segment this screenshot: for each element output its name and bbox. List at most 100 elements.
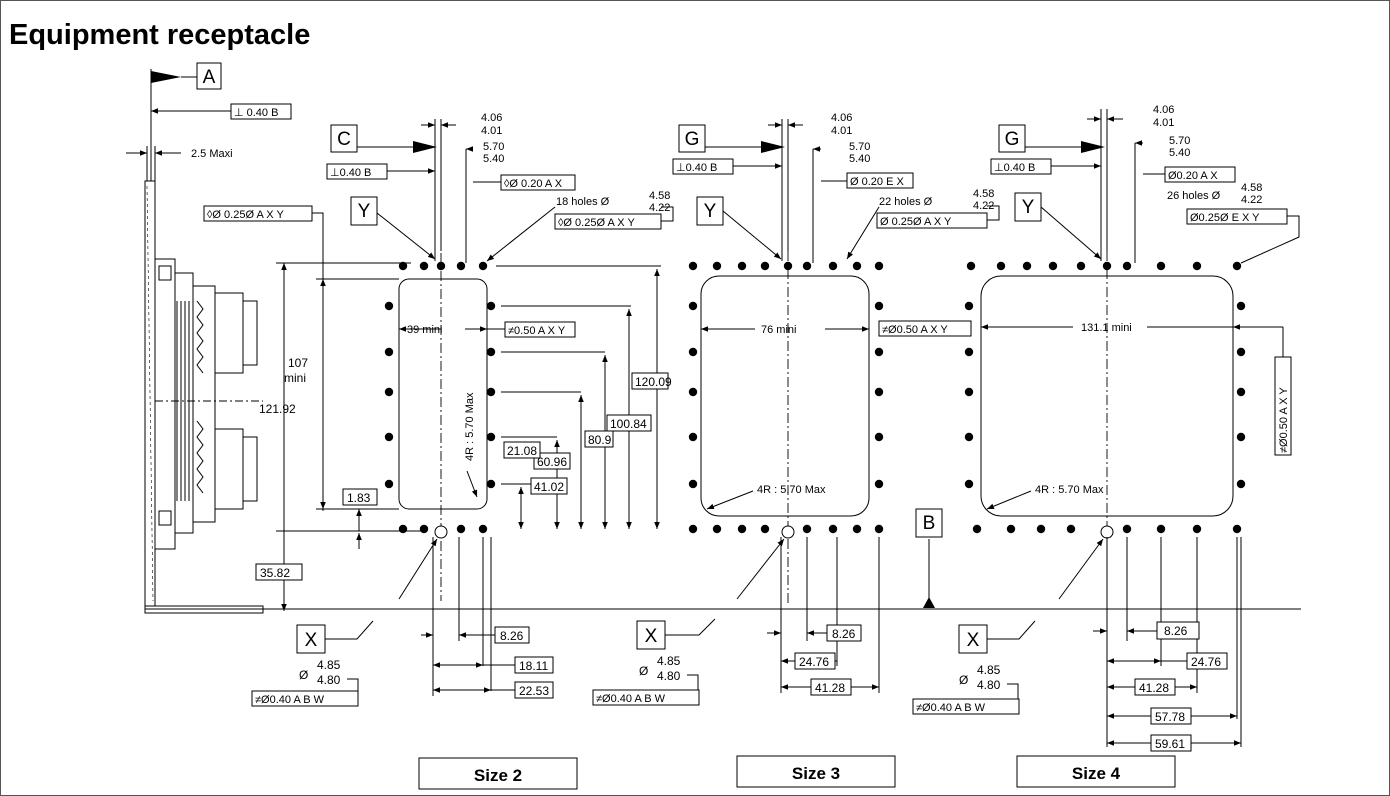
page-title: Equipment receptacle <box>9 19 311 51</box>
size-2-pos-tol: ◊Ø 0.20 A X <box>504 178 563 190</box>
size-3-width-tol: ≠Ø0.50 A X Y <box>882 324 948 336</box>
size-2-holes-lower: 4.22 <box>649 202 670 214</box>
size-4-bottom-5: 59.61 <box>1155 737 1185 751</box>
size-3-hole-upper: 4.85 <box>657 654 681 668</box>
size-3-datum-g-box <box>678 124 706 153</box>
size-4-corner: 4R : 5.70 Max <box>1035 484 1104 496</box>
size-3-bottom-3: 41.28 <box>815 681 845 695</box>
size-3-bottom-2: 24.76 <box>799 655 829 669</box>
size-2-datum-c-box <box>330 124 358 153</box>
size-2-x-spec: X Ø 4.85 4.80 ≠Ø0.40 A B W <box>251 538 438 707</box>
size-3-pin-lower: 4.01 <box>831 125 852 137</box>
size-3-label: Size 3 <box>792 764 840 783</box>
size-2-width-tol: ≠0.50 A X Y <box>508 325 566 337</box>
size-3-corner: 4R : 5.70 Max <box>757 484 826 496</box>
size-2-datum-x-label: X <box>305 630 318 651</box>
size-2-height-6: 21.08 <box>507 444 537 458</box>
size-3-hole-tol: ≠Ø0.40 A B W <box>596 693 666 705</box>
size-2-hole-dia: Ø <box>299 668 308 682</box>
size-4-holes <box>961 258 1249 537</box>
size-4-off-lower: 5.40 <box>1169 147 1190 159</box>
size-2-flat-tol: ⊥0.40 B <box>330 167 371 179</box>
size-2-bottom-dims: 8.26 18.11 22.53 <box>421 537 554 699</box>
size-2-bottom-2: 18.11 <box>519 659 548 673</box>
size-2-datum-y-box <box>350 196 378 226</box>
size-2-height-1: 120.09 <box>635 375 672 389</box>
size-4-off-upper: 5.70 <box>1169 135 1190 147</box>
size-4-holes-upper: 4.58 <box>1241 182 1262 194</box>
size-3-holes-tol: Ø 0.25Ø A X Y <box>880 216 952 228</box>
size-4-hole-lower: 4.80 <box>977 678 1001 692</box>
size-4-datum-x-label: X <box>967 630 980 651</box>
size-4-holes-tol: Ø0.25Ø E X Y <box>1190 212 1260 224</box>
size-3-pin-upper: 4.06 <box>831 112 852 124</box>
datum-b: B <box>145 508 1301 610</box>
side-view: A ⊥ 0.40 B 2.5 Maxi <box>126 62 421 614</box>
datum-b-box <box>915 508 943 538</box>
size-3-datum-g-label: G <box>685 129 700 150</box>
size-4-bottom-3: 41.28 <box>1139 681 1169 695</box>
size-3-off-upper: 5.70 <box>849 141 870 153</box>
size-2-height-7: 1.83 <box>347 491 371 505</box>
size-4-x-spec: X Ø 4.85 4.80 ≠Ø0.40 A B W <box>912 538 1104 715</box>
datum-a-box <box>196 62 222 90</box>
size-2-off-lower: 5.40 <box>483 153 504 165</box>
size-4-label: Size 4 <box>1072 764 1121 783</box>
size-2-hole-lower: 4.80 <box>317 673 341 687</box>
size-2-height-3: 80.9 <box>588 433 612 447</box>
size-2-holes-tol: ◊Ø 0.25Ø A X Y <box>558 217 635 229</box>
size-4-holes-label: 26 holes Ø <box>1167 190 1221 202</box>
size-2-datum-y-label: Y <box>358 201 371 222</box>
size-4-pin-upper: 4.06 <box>1153 104 1174 116</box>
size-2-off-upper: 5.70 <box>483 141 504 153</box>
size-3-holes-lower: 4.22 <box>973 200 994 212</box>
size-4-bottom-dims: 8.26 24.76 41.28 57.78 59.61 <box>1093 537 1242 752</box>
size-3-label-box <box>736 755 896 788</box>
size-3-off-lower: 5.40 <box>849 153 870 165</box>
size-3-holes-upper: 4.58 <box>973 188 994 200</box>
size-4-datum-g-box <box>998 124 1026 153</box>
size-2-hole-upper: 4.85 <box>317 658 341 672</box>
size-4-width: 131.1 mini <box>1081 322 1132 334</box>
side-dim-total: 121.92 <box>259 402 296 416</box>
size-4-datum-g-label: G <box>1005 129 1020 150</box>
size-3-width: 76 mini <box>761 324 796 336</box>
size-3-x-spec: X Ø 4.85 4.80 ≠Ø0.40 A B W <box>592 538 785 706</box>
size-4-datum-y-label: Y <box>1022 197 1035 218</box>
size-4-hole-upper: 4.85 <box>977 663 1001 677</box>
size-3-hole-lower: 4.80 <box>657 669 681 683</box>
size-4-bottom-2: 24.76 <box>1191 655 1221 669</box>
size-4-hole-tol: ≠Ø0.40 A B W <box>916 702 986 714</box>
size-3-flat-tol: ⊥0.40 B <box>676 162 717 174</box>
size-4-bottom-4: 57.78 <box>1155 710 1185 724</box>
size-3-hole-dia: Ø <box>639 664 648 678</box>
size-4-pos-tol: Ø0.20 A X <box>1168 170 1218 182</box>
size-2-width: 39 mini <box>407 324 442 336</box>
size-2-pin-lower: 4.01 <box>481 125 502 137</box>
size-4-datum-y-box <box>1014 192 1042 222</box>
size-2-height-dims: 120.09 100.84 80.9 60.96 41.02 21.08 <box>342 265 672 549</box>
datum-a-label: A <box>203 67 216 88</box>
datum-b-label: B <box>923 513 936 534</box>
size-4-bottom-1: 8.26 <box>1164 624 1188 638</box>
size-3-bottom-1: 8.26 <box>832 627 856 641</box>
size-4-label-box <box>1016 755 1176 788</box>
side-dim-inner-sub: mini <box>284 371 306 385</box>
size-2-holes-upper: 4.58 <box>649 190 670 202</box>
side-max-thickness: 2.5 Maxi <box>191 148 233 160</box>
size-2-datum-c-label: C <box>337 129 351 150</box>
size-3-holes-label: 22 holes Ø <box>879 196 933 208</box>
size-2-hole-tol: ≠Ø0.40 A B W <box>255 694 325 706</box>
size-2-height-4: 60.96 <box>537 455 567 469</box>
size-4-pin-lower: 4.01 <box>1153 117 1174 129</box>
size-2-bottom-1: 8.26 <box>500 629 524 643</box>
size-3-pos-tol: Ø 0.20 E X <box>850 176 904 188</box>
size-2-height-5: 41.02 <box>534 480 564 494</box>
size-4-flat-tol: ⊥0.40 B <box>994 162 1035 174</box>
size-4-width-tol: ≠Ø0.50 A X Y <box>1278 387 1290 453</box>
side-flatness-ref: ⊥ 0.40 B <box>234 107 278 119</box>
size-3-view: G ⊥0.40 B 4.06 4.01 5.70 5.40 Ø 0.20 E X… <box>592 112 1000 788</box>
size-2-corner: 4R : 5.70 Max <box>464 392 476 461</box>
